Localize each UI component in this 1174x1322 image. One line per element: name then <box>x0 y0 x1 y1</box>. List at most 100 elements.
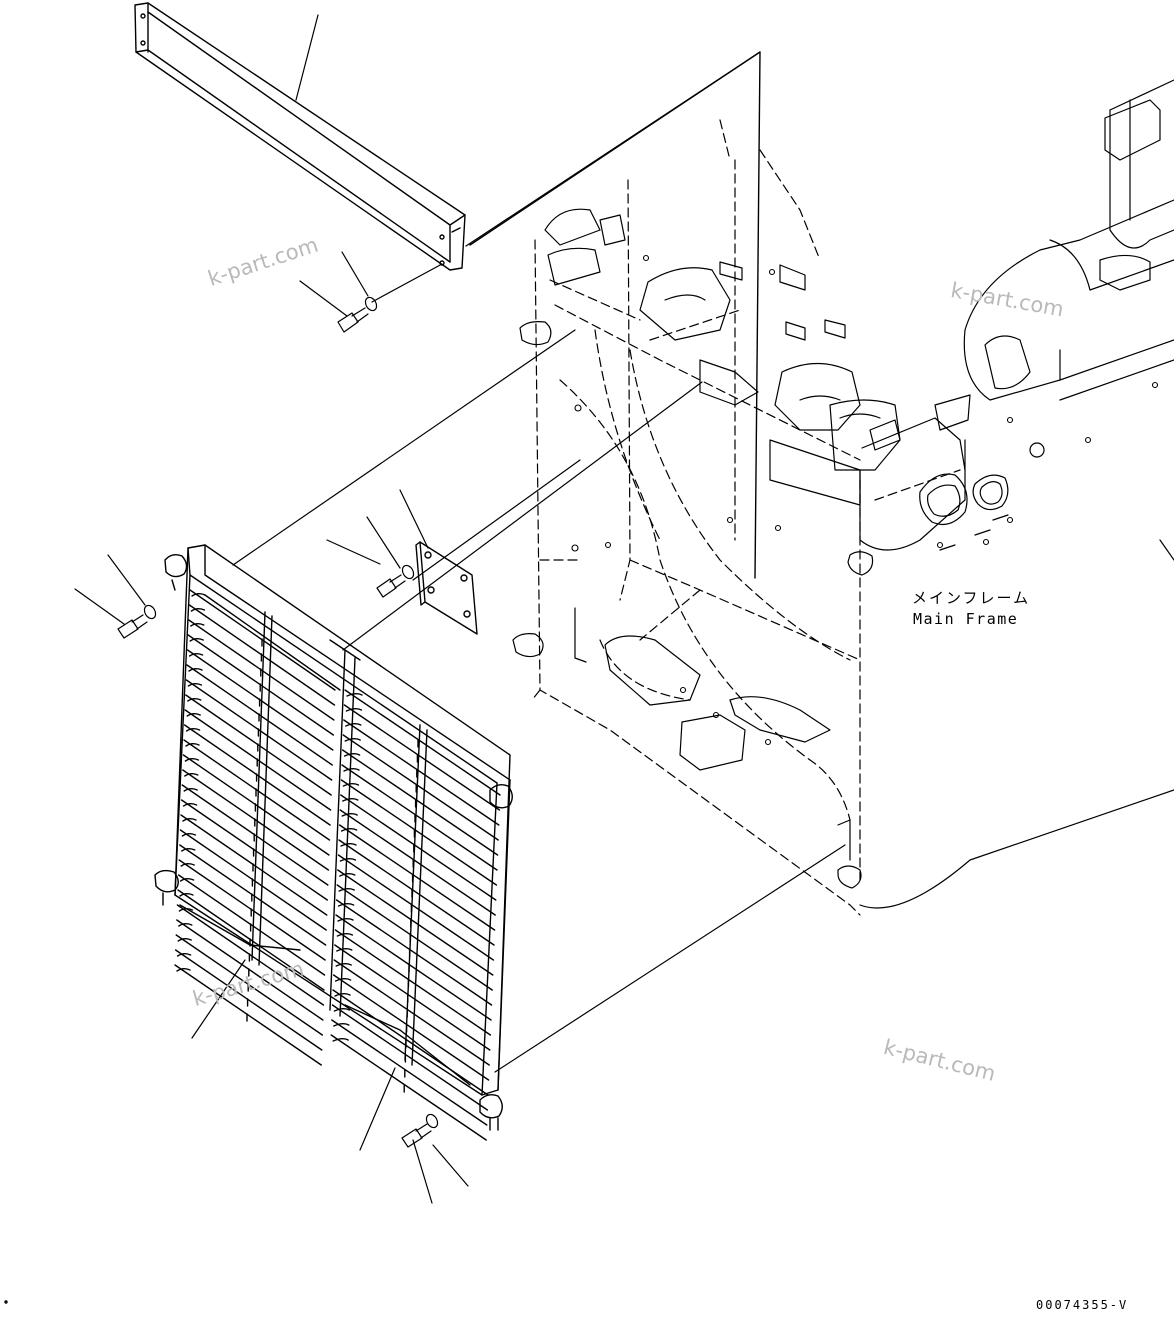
grille-line <box>404 724 421 1061</box>
grille-line <box>343 753 361 757</box>
grille-line <box>176 968 191 972</box>
grille-line <box>345 723 362 727</box>
grille-line <box>187 683 203 687</box>
grille-line <box>177 889 325 991</box>
grille-line <box>331 1019 488 1126</box>
grille-line <box>335 914 492 1021</box>
grille-line <box>342 734 499 841</box>
grille-line <box>177 938 192 942</box>
grille-line <box>489 783 513 809</box>
grille-line <box>184 773 199 777</box>
frame-holes <box>571 254 1159 746</box>
grille-line <box>180 799 328 901</box>
grille-line <box>186 713 201 717</box>
grille-line <box>329 649 346 1011</box>
grille-line <box>190 608 206 612</box>
grille-line <box>339 858 357 862</box>
grille-line <box>176 953 192 957</box>
grille-line <box>180 814 328 916</box>
grille-line <box>182 754 330 856</box>
grille-line <box>336 884 493 991</box>
grille-line <box>341 813 358 817</box>
grille-line <box>333 1008 351 1012</box>
grille-line <box>174 964 322 1066</box>
grille-line <box>175 934 324 1036</box>
grille-line <box>338 824 496 931</box>
grille-line <box>343 704 501 811</box>
grille-line <box>176 919 324 1021</box>
grille-line <box>346 693 363 697</box>
grille-line <box>174 574 191 896</box>
bracket <box>415 541 478 635</box>
grille-line <box>177 874 326 976</box>
grille-line <box>343 719 500 826</box>
grille-line <box>181 848 196 852</box>
grille-line <box>187 698 202 702</box>
grille-line <box>337 854 495 961</box>
grille-line <box>185 743 200 747</box>
grille-line <box>497 779 511 1091</box>
grille-line <box>411 729 428 1066</box>
grille-line <box>184 758 200 762</box>
grille-line <box>174 949 323 1051</box>
grille-line <box>337 869 494 976</box>
grille-line <box>344 1004 471 1086</box>
grille-line <box>180 863 195 867</box>
grille-line <box>187 547 498 784</box>
grille-line <box>179 878 195 882</box>
bolts-and-washers <box>117 296 439 1148</box>
grille-line <box>337 918 354 922</box>
grille-line <box>333 1023 350 1027</box>
grille-line <box>344 738 361 742</box>
grille-line <box>204 544 511 781</box>
grille-line <box>342 783 360 787</box>
grille-line <box>336 948 353 952</box>
grille-line <box>334 944 491 1051</box>
grille-line <box>181 784 329 886</box>
grille-line <box>334 993 351 997</box>
grille-line <box>481 782 498 1096</box>
grille-line <box>182 818 197 822</box>
grille-line <box>176 904 325 1006</box>
grille-line <box>179 893 194 897</box>
grille-line <box>339 873 356 877</box>
grille-line <box>183 724 331 826</box>
grille-line <box>341 764 498 871</box>
main-frame-label-en: Main Frame <box>913 610 1019 628</box>
grille-line <box>332 974 490 1081</box>
grille-line <box>258 615 273 966</box>
grille-line <box>334 929 492 1036</box>
grille-line <box>341 749 499 856</box>
grille-line <box>340 843 357 847</box>
grille-line <box>343 768 360 772</box>
grille-line <box>179 829 327 931</box>
grille-line <box>334 978 352 982</box>
grille-line <box>332 1038 349 1042</box>
grille-line <box>164 553 188 578</box>
main-frame-solid <box>512 79 1174 909</box>
grille-line <box>188 668 203 672</box>
grille-line <box>333 959 490 1066</box>
grille-line <box>338 839 495 946</box>
grille-line <box>189 638 204 642</box>
grille-line <box>179 904 301 951</box>
grille-line <box>154 869 179 893</box>
grille-line <box>339 657 356 1017</box>
grille-line <box>345 708 363 712</box>
grille-line <box>340 828 358 832</box>
grille-line <box>182 803 198 807</box>
grille-line <box>339 809 496 916</box>
grille-line <box>338 888 355 892</box>
grille-line <box>188 653 204 657</box>
main-frame-label-jp: メインフレーム <box>912 589 1031 607</box>
grille-line <box>340 794 497 901</box>
grille-line <box>344 689 501 796</box>
grille-line <box>171 579 176 591</box>
grille-line <box>329 639 361 661</box>
grille-line <box>332 989 489 1096</box>
grille-line <box>191 593 206 597</box>
grille-line <box>183 788 198 792</box>
top-bar <box>134 2 466 271</box>
